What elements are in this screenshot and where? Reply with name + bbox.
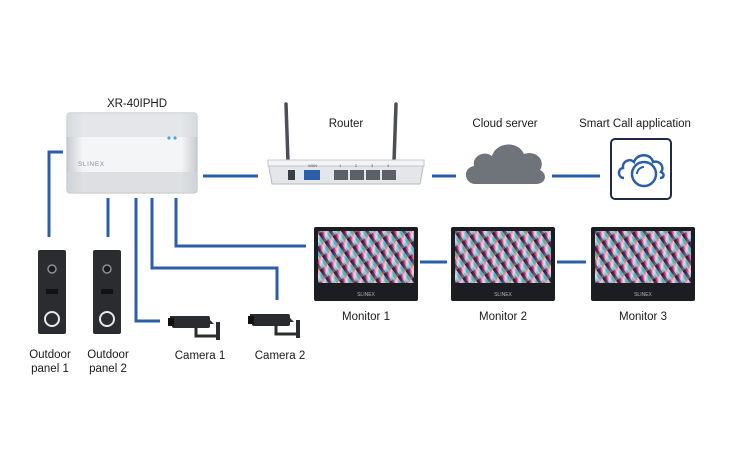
svg-text:WAN: WAN xyxy=(308,163,317,168)
cloud-label: Cloud server xyxy=(472,118,538,130)
monitor-2-device: SLINEX xyxy=(451,227,555,301)
hub-brand: SLINEX xyxy=(78,161,105,168)
svg-text:SLINEX: SLINEX xyxy=(634,292,652,298)
smart-call-app-icon xyxy=(610,138,672,200)
svg-text:SLINEX: SLINEX xyxy=(494,292,512,298)
outdoor-panel-1 xyxy=(38,250,66,334)
monitor-3-label: Monitor 3 xyxy=(619,311,667,323)
svg-text:1: 1 xyxy=(339,163,342,168)
monitor-1-device: SLINEX xyxy=(314,227,418,301)
hub-label: XR-40IPHD xyxy=(106,98,168,110)
svg-text:3: 3 xyxy=(371,163,374,168)
camera-1-icon xyxy=(168,316,220,340)
cloud-icon xyxy=(465,144,545,184)
app-label: Smart Call application xyxy=(579,118,691,130)
outdoor-panel-1-label: Outdoor panel 1 xyxy=(29,349,71,375)
svg-text:4: 4 xyxy=(387,163,390,168)
wire-hub-camera2 xyxy=(150,198,279,300)
monitor-2-label: Monitor 2 xyxy=(479,311,527,323)
camera-2-label: Camera 2 xyxy=(254,350,306,362)
router-device: WAN 1 2 3 4 xyxy=(267,102,425,185)
svg-text:SLINEX: SLINEX xyxy=(357,292,375,298)
wire-hub-panel1 xyxy=(47,150,63,237)
monitor-1-label: Monitor 1 xyxy=(342,311,390,323)
router-label: Router xyxy=(328,118,364,130)
hub-device: SLINEX xyxy=(66,112,198,194)
outdoor-panel-2-label: Outdoor panel 2 xyxy=(87,349,129,375)
antenna-icon xyxy=(284,102,398,164)
camera-1-label: Camera 1 xyxy=(174,350,226,362)
monitor-3-device: SLINEX xyxy=(591,227,695,301)
wire-hub-monitor1 xyxy=(174,198,306,248)
outdoor-panel-2 xyxy=(93,250,121,334)
wire-hub-camera1 xyxy=(134,198,160,323)
svg-text:2: 2 xyxy=(355,163,358,168)
camera-2-icon xyxy=(248,314,300,338)
